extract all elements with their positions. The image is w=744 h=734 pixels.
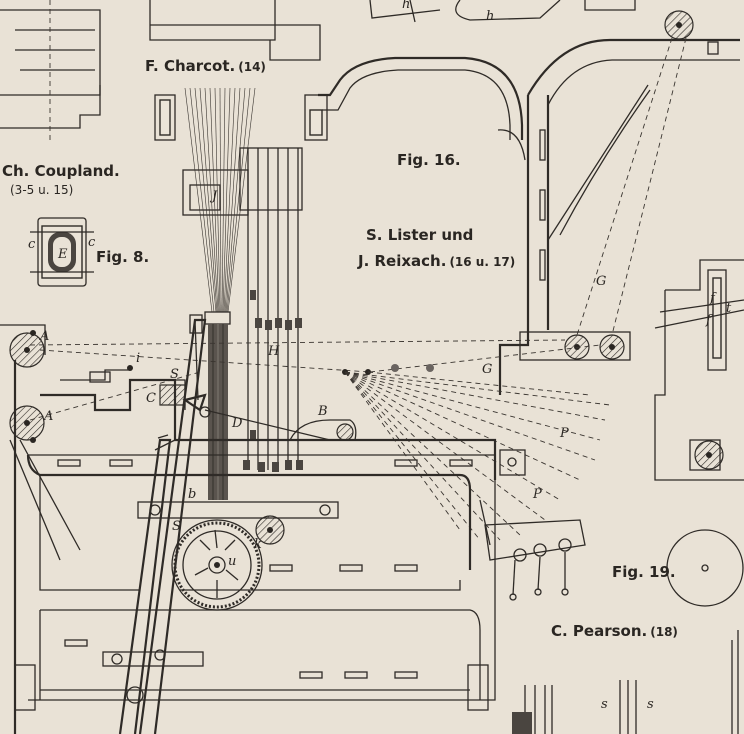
label-D: D — [231, 416, 243, 431]
crank-levers — [102, 314, 339, 734]
label-H: H — [267, 344, 280, 359]
lister-arch-frame — [304, 56, 526, 161]
label-C: C — [146, 391, 156, 406]
pearson-caption: C. Pearson.(18) — [551, 622, 678, 640]
comb-needles — [184, 87, 256, 313]
charcot-caption: F. Charcot.(14) — [145, 57, 266, 75]
heddle-bars — [239, 147, 303, 472]
slide-b — [289, 419, 357, 441]
right-upright-frame — [498, 10, 740, 395]
pearson-bobbin-rail — [479, 499, 586, 601]
lister-caption-line1: S. Lister und — [366, 226, 473, 244]
label-h-right: h — [486, 9, 494, 24]
label-s-right: s — [647, 697, 654, 712]
fig8-caption: Fig. 8. — [96, 248, 149, 266]
charcot-comb — [154, 87, 256, 500]
fig19-caption: Fig. 19. — [612, 563, 676, 581]
label-E: E — [57, 247, 68, 262]
fan-lines — [344, 371, 611, 541]
label-u: u — [228, 554, 236, 569]
label-P-lower: P — [532, 487, 542, 502]
label-S-upper: S — [170, 367, 179, 382]
label-i: i — [136, 351, 140, 366]
yarn-paths — [29, 339, 601, 421]
label-k: k — [254, 537, 262, 552]
fig16-caption: Fig. 16. — [397, 151, 461, 169]
left-rollers — [0, 324, 81, 561]
coupland-ref: (3-5 u. 15) — [10, 183, 73, 197]
label-J: J — [209, 189, 218, 204]
label-P-upper: P — [559, 426, 569, 441]
label-A-bottom: A — [43, 409, 53, 424]
coupland-caption: Ch. Coupland. — [2, 162, 120, 180]
gear-wheel — [171, 515, 285, 611]
right-mechanism — [654, 259, 744, 734]
label-c-right: c — [88, 235, 96, 250]
label-B: B — [317, 404, 328, 419]
spindle-fragment — [512, 680, 637, 734]
label-A-top: A — [39, 329, 49, 344]
lister-caption-line2: J. Reixach.(16 u. 17) — [357, 252, 515, 270]
label-s-left: s — [601, 697, 608, 712]
label-G-left: G — [482, 362, 492, 377]
coupland-machine-fragment — [0, 0, 321, 140]
label-f-upper: f — [709, 291, 717, 306]
main-frame — [13, 360, 526, 734]
thread-guide-s — [60, 365, 186, 410]
label-b: b — [188, 487, 196, 502]
label-c-left: c — [28, 237, 36, 252]
label-t: t — [726, 301, 732, 316]
lever-fragment — [369, 0, 636, 23]
label-S-lower: S — [172, 519, 181, 534]
label-f-lower: f — [705, 313, 713, 328]
fig8-cross-section — [30, 217, 94, 287]
label-h-left: h — [402, 0, 410, 12]
label-G-right: G — [596, 274, 606, 289]
